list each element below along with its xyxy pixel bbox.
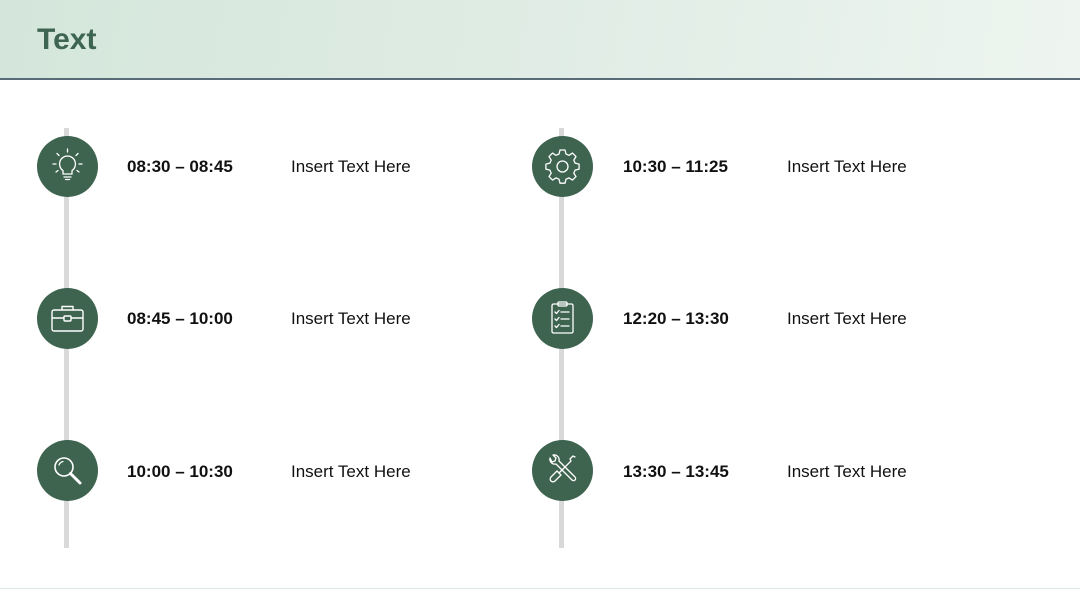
footer-divider: [0, 588, 1080, 589]
timeline-text-1: Insert Text Here: [291, 157, 411, 176]
lightbulb-icon: [37, 136, 98, 197]
briefcase-icon: [37, 288, 98, 349]
timeline-text-2: Insert Text Here: [291, 309, 411, 328]
header-banner: Text: [0, 0, 1080, 80]
checklist-icon: [532, 288, 593, 349]
page-title: Text: [37, 23, 97, 56]
timeline-time-3: 10:00 – 10:30: [127, 462, 233, 481]
timeline-time-6: 13:30 – 13:45: [623, 462, 729, 481]
timeline-text-3: Insert Text Here: [291, 462, 411, 481]
timeline-time-2: 08:45 – 10:00: [127, 309, 233, 328]
tools-icon: [532, 440, 593, 501]
timeline-text-4: Insert Text Here: [787, 157, 907, 176]
timeline-time-4: 10:30 – 11:25: [623, 157, 728, 176]
timeline-text-5: Insert Text Here: [787, 309, 907, 328]
timeline-time-5: 12:20 – 13:30: [623, 309, 729, 328]
timeline-text-6: Insert Text Here: [787, 462, 907, 481]
gear-icon: [532, 136, 593, 197]
magnifier-icon: [37, 440, 98, 501]
timeline-time-1: 08:30 – 08:45: [127, 157, 233, 176]
